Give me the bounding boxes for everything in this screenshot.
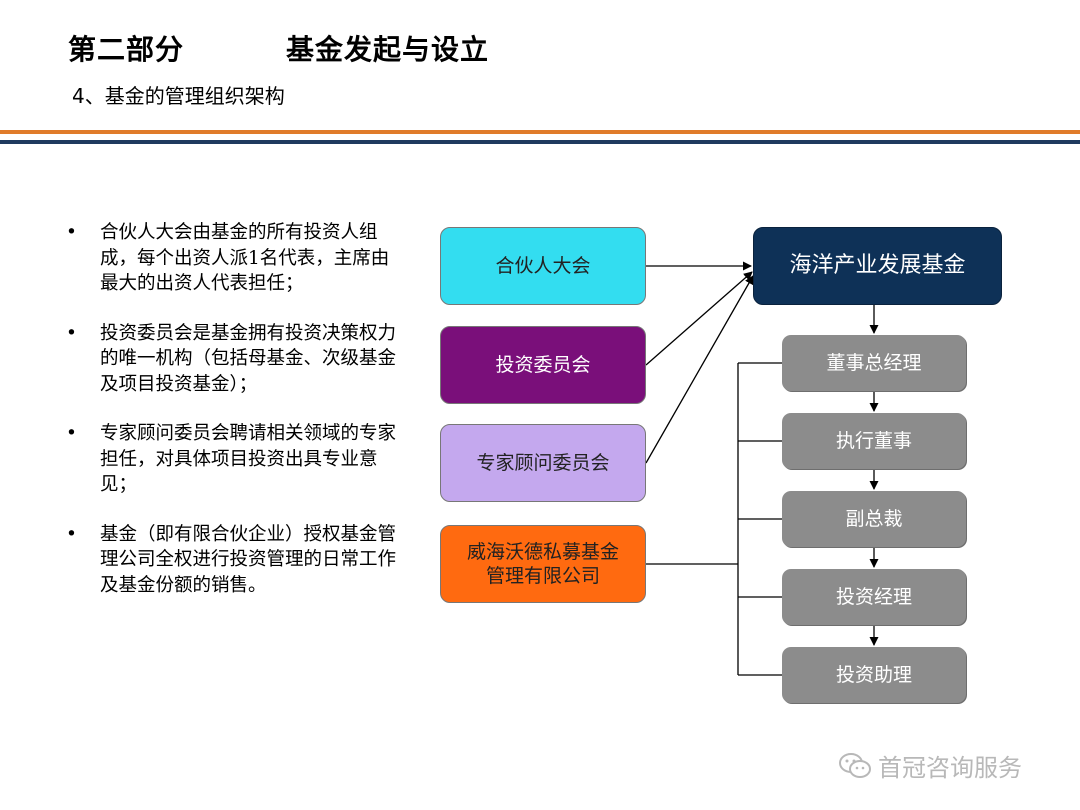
org-box-expert-advisory-committee: 专家顾问委员会 bbox=[440, 424, 646, 502]
chain-box-label: 投资经理 bbox=[835, 586, 912, 608]
bullet-item: • 投资委员会是基金拥有投资决策权力的唯一机构（包括母基金、次级基金及项目投资基金… bbox=[66, 321, 396, 398]
bullet-text: 投资委员会是基金拥有投资决策权力的唯一机构（包括母基金、次级基金及项目投资基金）… bbox=[100, 322, 397, 395]
header-rule-navy bbox=[0, 140, 1080, 144]
org-box-fund-manager-company: 威海沃德私募基金管理有限公司 bbox=[440, 525, 646, 603]
org-box-ocean-industry-fund: 海洋产业发展基金 bbox=[753, 227, 1002, 305]
chain-box-label: 董事总经理 bbox=[826, 352, 922, 374]
chain-box-investment-manager: 投资经理 bbox=[782, 569, 966, 625]
bullet-item: • 专家顾问委员会聘请相关领域的专家担任，对具体项目投资出具专业意见； bbox=[66, 421, 396, 498]
chain-box-managing-director: 董事总经理 bbox=[782, 335, 966, 391]
chain-box-label: 投资助理 bbox=[835, 664, 912, 686]
bullet-dot: • bbox=[66, 222, 77, 243]
org-box-label: 威海沃德私募基金管理有限公司 bbox=[466, 541, 619, 587]
chain-box-label: 执行董事 bbox=[835, 430, 912, 452]
section-part-label: 第二部分 bbox=[68, 33, 185, 66]
bullet-text: 基金（即有限合伙企业）授权基金管理公司全权进行投资管理的日常工作及基金份额的销售… bbox=[100, 523, 397, 596]
watermark-text: 首冠咨询服务 bbox=[878, 754, 1022, 782]
bullet-text: 专家顾问委员会聘请相关领域的专家担任，对具体项目投资出具专业意见； bbox=[100, 423, 397, 495]
wechat-icon bbox=[839, 752, 871, 778]
org-box-investment-committee: 投资委员会 bbox=[440, 326, 646, 404]
bullet-item: • 基金（即有限合伙企业）授权基金管理公司全权进行投资管理的日常工作及基金份额的销… bbox=[66, 522, 396, 599]
page-title: 基金发起与设立 bbox=[286, 33, 490, 66]
chain-box-label: 副总裁 bbox=[845, 508, 903, 530]
connector-investment-committee-to-fund bbox=[645, 271, 753, 366]
bullet-dot: • bbox=[66, 322, 77, 344]
bullet-dot: • bbox=[66, 423, 77, 444]
page-subtitle: 4、基金的管理组织架构 bbox=[72, 84, 285, 108]
chain-box-investment-assistant: 投资助理 bbox=[782, 647, 966, 703]
bullet-dot: • bbox=[66, 523, 77, 545]
bullet-list: • 合伙人大会由基金的所有投资人组成，每个出资人派1名代表，主席由最大的出资人代表… bbox=[66, 220, 396, 622]
bullet-item: • 合伙人大会由基金的所有投资人组成，每个出资人派1名代表，主席由最大的出资人代表… bbox=[66, 220, 396, 297]
watermark: 首冠咨询服务 bbox=[838, 748, 1022, 783]
org-box-label: 专家顾问委员会 bbox=[476, 452, 610, 474]
connector-expert-committee-to-fund bbox=[645, 275, 754, 464]
bullet-text: 合伙人大会由基金的所有投资人组成，每个出资人派1名代表，主席由最大的出资人代表担… bbox=[100, 222, 390, 294]
org-box-partners-assembly: 合伙人大会 bbox=[440, 227, 646, 305]
chain-box-vice-president: 副总裁 bbox=[782, 491, 966, 547]
org-box-label: 合伙人大会 bbox=[495, 255, 591, 277]
chain-box-executive-director: 执行董事 bbox=[782, 413, 966, 469]
header-rule-orange bbox=[0, 130, 1080, 134]
org-box-label: 海洋产业发展基金 bbox=[789, 253, 966, 278]
org-box-label: 投资委员会 bbox=[495, 354, 591, 376]
